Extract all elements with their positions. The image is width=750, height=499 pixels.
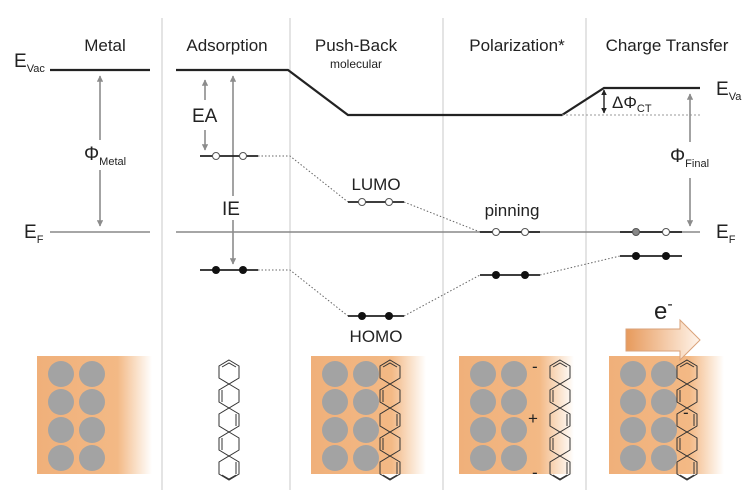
lumo-charge-transfer xyxy=(620,228,682,236)
e-f-right-label: EF xyxy=(716,222,736,246)
homo-label: HOMO xyxy=(350,327,403,346)
delta-phi-label: ΔΦCT xyxy=(612,93,652,115)
header-push-back: Push-Back xyxy=(315,36,398,55)
header-polarization: Polarization* xyxy=(469,36,565,55)
ie-bg xyxy=(218,196,248,220)
homo-charge-transfer xyxy=(620,252,682,260)
homo-push-back xyxy=(348,312,404,320)
phi-final-label: ΦFinal xyxy=(670,146,709,170)
metal-surface-polarization xyxy=(459,356,574,474)
header-metal: Metal xyxy=(84,36,126,55)
minus-top-sign: - xyxy=(532,357,538,376)
lumo-push-back xyxy=(348,198,404,206)
metal-surface-push-back xyxy=(311,356,426,474)
header-adsorption: Adsorption xyxy=(186,36,267,55)
lumo-label: LUMO xyxy=(351,175,400,194)
molecule-adsorption xyxy=(218,359,240,481)
ea-label: EA xyxy=(192,106,218,127)
lumo-polarization xyxy=(480,228,540,236)
minus-bottom-sign: - xyxy=(532,463,538,482)
homo-polarization xyxy=(480,271,540,279)
lumo-connector-2 xyxy=(403,201,481,233)
phi-metal-label: ΦMetal xyxy=(84,144,126,168)
metal-surface-metal xyxy=(37,356,152,474)
electron-label: e- xyxy=(654,296,673,325)
minus-ct-sign: - xyxy=(683,403,689,422)
e-vac-label: EVac xyxy=(14,51,45,75)
homo-adsorption xyxy=(200,266,258,274)
electron-transfer-arrow xyxy=(625,318,701,362)
homo-connector-3 xyxy=(539,255,621,276)
phi-final-bg xyxy=(666,142,726,178)
lumo-adsorption xyxy=(200,152,258,160)
header-charge-transfer: Charge Transfer xyxy=(606,36,729,55)
e-f-label: EF xyxy=(24,222,44,246)
phi-metal-bg xyxy=(80,140,140,170)
homo-connector-2 xyxy=(403,274,481,317)
e-vac-right-label: EVa xyxy=(716,79,742,103)
homo-connector-1 xyxy=(258,269,349,317)
header-push-back-sub: molecular xyxy=(330,57,382,71)
plus-sign: + xyxy=(528,409,538,428)
vacuum-level-line xyxy=(176,68,700,117)
pinning-label: pinning xyxy=(485,201,540,220)
lumo-connector-1 xyxy=(258,155,349,203)
ie-label: IE xyxy=(222,199,240,220)
metal-surface-charge-transfer xyxy=(609,356,724,474)
